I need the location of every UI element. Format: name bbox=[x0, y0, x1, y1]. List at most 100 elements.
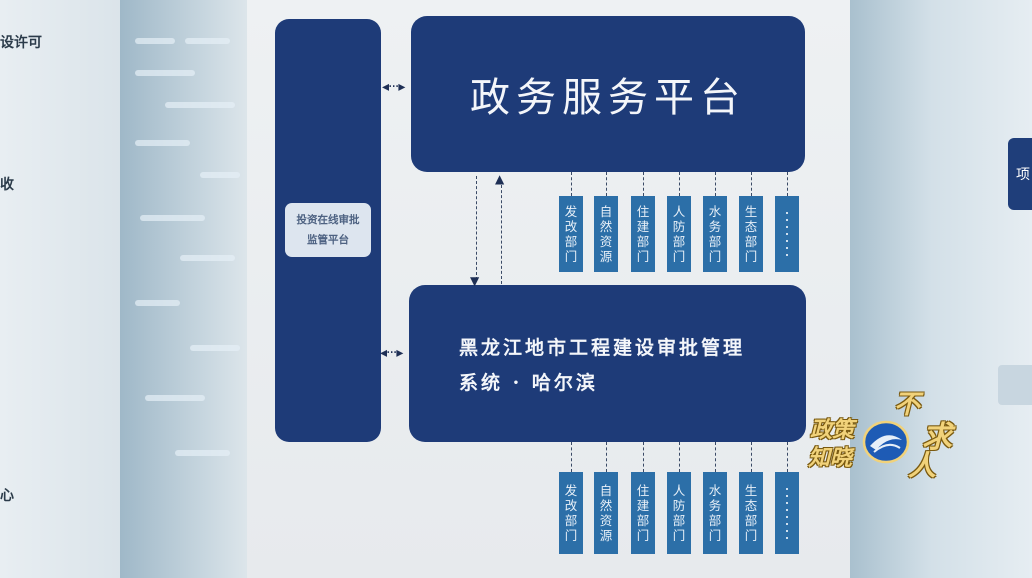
up-connector-line bbox=[501, 180, 502, 284]
dept-box-more bbox=[775, 472, 799, 554]
dept-box-shuiwu: 水 务 部 门 bbox=[703, 472, 727, 554]
dept-char: 部 bbox=[672, 513, 686, 528]
background-right-panel bbox=[850, 0, 1032, 578]
dept-char: 部 bbox=[708, 513, 722, 528]
dept-char: 人 bbox=[672, 483, 686, 498]
dept-char: 然 bbox=[599, 219, 613, 234]
dept-char: 态 bbox=[744, 219, 758, 234]
bottom-system-subtitle: 系统 · 哈尔滨 bbox=[459, 372, 598, 394]
dept-char: 资 bbox=[599, 234, 613, 249]
dept-char: 部 bbox=[564, 234, 578, 249]
dept-char: 部 bbox=[636, 513, 650, 528]
dept-connector-line bbox=[571, 442, 572, 472]
dept-char: 防 bbox=[672, 498, 686, 513]
dept-char: 门 bbox=[636, 528, 650, 543]
dept-box-shengtai: 生 态 部 门 bbox=[739, 196, 763, 272]
dept-box-renfang: 人 防 部 门 bbox=[667, 196, 691, 272]
down-arrow-icon: ▼ bbox=[470, 274, 479, 288]
dept-char: 门 bbox=[672, 528, 686, 543]
dept-char: 门 bbox=[708, 528, 722, 543]
dept-connector-line bbox=[606, 442, 607, 472]
dept-connector-line bbox=[787, 442, 788, 472]
dept-box-shengtai: 生 态 部 门 bbox=[739, 472, 763, 554]
dept-box-ziran: 自 然 资 源 bbox=[594, 472, 618, 554]
logo-text-line1: 政策 bbox=[810, 418, 855, 443]
dept-char: 门 bbox=[564, 249, 578, 264]
background-box bbox=[998, 365, 1032, 405]
dept-char: 建 bbox=[636, 498, 650, 513]
dept-char: 门 bbox=[744, 528, 758, 543]
dept-char: 部 bbox=[564, 513, 578, 528]
dept-connector-line bbox=[751, 172, 752, 196]
background-text: 设许可 bbox=[0, 35, 42, 51]
channel-logo: 政策 知晓 不 求 人 bbox=[806, 384, 966, 482]
dept-char: 发 bbox=[564, 483, 578, 498]
dept-char: 资 bbox=[599, 513, 613, 528]
top-platform-title: 政务服务平台 bbox=[470, 75, 746, 121]
dept-connector-line bbox=[606, 172, 607, 196]
dept-char: 门 bbox=[708, 249, 722, 264]
dept-char: 部 bbox=[744, 513, 758, 528]
dept-char: 生 bbox=[744, 204, 758, 219]
side-platform-line: 监管平台 bbox=[307, 234, 349, 246]
bottom-system-title: 黑龙江地市工程建设审批管理 bbox=[459, 337, 746, 359]
logo-text-line2: 知晓 bbox=[808, 446, 853, 471]
background-tab: 项 bbox=[1008, 138, 1032, 210]
dept-char: 改 bbox=[564, 219, 578, 234]
dept-char: 生 bbox=[744, 483, 758, 498]
dept-connector-line bbox=[571, 172, 572, 196]
dept-char: 发 bbox=[564, 204, 578, 219]
dept-box-fagai: 发 改 部 门 bbox=[559, 472, 583, 554]
dept-box-ziran: 自 然 资 源 bbox=[594, 196, 618, 272]
dept-box-zhujian: 住 建 部 门 bbox=[631, 196, 655, 272]
dept-char: 源 bbox=[599, 528, 613, 543]
dept-char: 部 bbox=[636, 234, 650, 249]
dept-box-fagai: 发 改 部 门 bbox=[559, 196, 583, 272]
dept-char: 部 bbox=[708, 234, 722, 249]
dept-char: 改 bbox=[564, 498, 578, 513]
dept-char: 自 bbox=[599, 204, 613, 219]
logo-emblem-icon bbox=[862, 420, 910, 464]
dept-char: 门 bbox=[636, 249, 650, 264]
dept-char: 部 bbox=[744, 234, 758, 249]
dept-char: 住 bbox=[636, 483, 650, 498]
dept-char: 务 bbox=[708, 498, 722, 513]
dept-char: 态 bbox=[744, 498, 758, 513]
dept-char: 然 bbox=[599, 498, 613, 513]
top-platform-box: 政务服务平台 bbox=[411, 16, 805, 172]
dept-connector-line bbox=[679, 172, 680, 196]
dept-connector-line bbox=[787, 172, 788, 196]
background-text: 收 bbox=[0, 177, 14, 193]
bidirectional-arrow-icon: ◂···▸ bbox=[380, 345, 403, 361]
dept-connector-line bbox=[679, 442, 680, 472]
side-platform-line: 投资在线审批 bbox=[296, 214, 360, 226]
background-blurred-panel bbox=[120, 0, 260, 578]
dept-char: 人 bbox=[672, 204, 686, 219]
dept-connector-line bbox=[715, 442, 716, 472]
dept-char: 防 bbox=[672, 219, 686, 234]
dept-char: 门 bbox=[564, 528, 578, 543]
dept-box-more bbox=[775, 196, 799, 272]
dept-connector-line bbox=[715, 172, 716, 196]
dept-char: 门 bbox=[672, 249, 686, 264]
dept-connector-line bbox=[643, 442, 644, 472]
dept-char: 水 bbox=[708, 483, 722, 498]
bottom-system-box bbox=[409, 285, 806, 442]
up-arrow-icon: ▲ bbox=[495, 172, 504, 186]
logo-calligraphy: 求 bbox=[922, 420, 952, 455]
down-connector-line bbox=[476, 176, 477, 280]
dept-char: 自 bbox=[599, 483, 613, 498]
dept-connector-line bbox=[751, 442, 752, 472]
dept-char: 建 bbox=[636, 219, 650, 234]
dept-char: 水 bbox=[708, 204, 722, 219]
dept-char: 源 bbox=[599, 249, 613, 264]
dept-box-renfang: 人 防 部 门 bbox=[667, 472, 691, 554]
dept-char: 部 bbox=[672, 234, 686, 249]
bidirectional-arrow-icon: ◂···▸ bbox=[382, 79, 405, 95]
background-left-panel bbox=[0, 0, 120, 578]
dept-char: 住 bbox=[636, 204, 650, 219]
dept-box-shuiwu: 水 务 部 门 bbox=[703, 196, 727, 272]
dept-char: 门 bbox=[744, 249, 758, 264]
side-platform-label: 投资在线审批 监管平台 bbox=[285, 203, 371, 257]
dept-char: 务 bbox=[708, 219, 722, 234]
